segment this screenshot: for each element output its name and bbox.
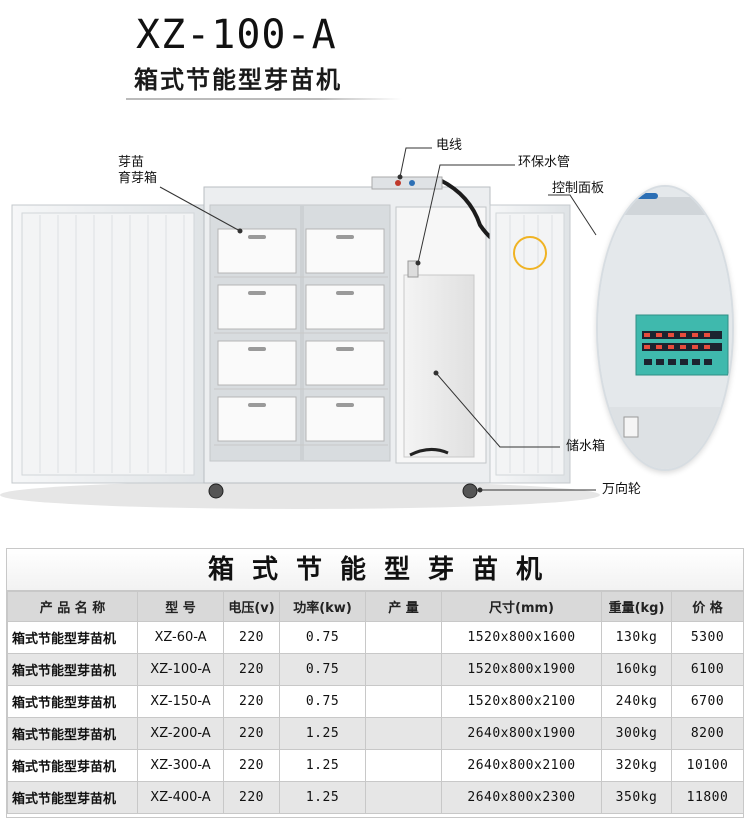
control-panel-drawing — [598, 187, 732, 469]
cell-size: 2640x800x2300 — [441, 781, 602, 814]
header-divider — [126, 98, 402, 100]
table-row: 箱式节能型芽苗机 XZ-200-A 220 1.25 2640x800x1900… — [7, 717, 744, 750]
model-title: XZ-100-A — [136, 12, 337, 58]
table-row: 箱式节能型芽苗机 XZ-150-A 220 0.75 1520x800x2100… — [7, 685, 744, 718]
cell-voltage: 220 — [223, 717, 280, 750]
cabinet-drawing — [0, 147, 600, 509]
cell-model: XZ-300-A — [137, 749, 224, 782]
table-row: 箱式节能型芽苗机 XZ-60-A 220 0.75 1520x800x1600 … — [7, 621, 744, 654]
cell-output — [365, 621, 442, 654]
cell-output — [365, 653, 442, 686]
cell-power: 1.25 — [279, 717, 366, 750]
cell-output — [365, 685, 442, 718]
page-header: XZ-100-A 箱式节能型芽苗机 — [0, 0, 750, 105]
cell-power: 1.25 — [279, 781, 366, 814]
spec-table: 箱式节能型芽苗机 产 品 名 称 型 号 电压(v) 功率(kw) 产 量 尺寸… — [6, 548, 744, 818]
cell-price: 5300 — [671, 621, 744, 654]
sprout-boxes — [214, 228, 388, 446]
water-tank-compartment — [395, 206, 487, 464]
cell-price: 6700 — [671, 685, 744, 718]
cell-weight: 320kg — [601, 749, 672, 782]
wire-box — [371, 176, 443, 190]
product-subtitle: 箱式节能型芽苗机 — [134, 66, 342, 94]
cell-price: 11800 — [671, 781, 744, 814]
callout-pipe: 环保水管 — [518, 155, 571, 170]
table-row: 箱式节能型芽苗机 XZ-300-A 220 1.25 2640x800x2100… — [7, 749, 744, 782]
caster-wheels — [208, 483, 478, 499]
cell-voltage: 220 — [223, 653, 280, 686]
cell-voltage: 220 — [223, 781, 280, 814]
table-row: 箱式节能型芽苗机 XZ-400-A 220 1.25 2640x800x2300… — [7, 781, 744, 814]
cell-power: 0.75 — [279, 653, 366, 686]
control-panel-zoom — [596, 185, 734, 471]
table-title: 箱式节能型芽苗机 — [7, 549, 743, 591]
cell-output — [365, 749, 442, 782]
cell-output — [365, 781, 442, 814]
header-output: 产 量 — [365, 591, 442, 622]
right-door[interactable] — [489, 204, 571, 484]
cell-name: 箱式节能型芽苗机 — [7, 717, 138, 750]
header-voltage: 电压(v) — [223, 591, 280, 622]
header-price: 价 格 — [671, 591, 744, 622]
cell-weight: 160kg — [601, 653, 672, 686]
table-header-row: 产 品 名 称 型 号 电压(v) 功率(kw) 产 量 尺寸(mm) 重量(k… — [7, 591, 744, 622]
cell-weight: 130kg — [601, 621, 672, 654]
cell-power: 0.75 — [279, 685, 366, 718]
cell-voltage: 220 — [223, 685, 280, 718]
header-size: 尺寸(mm) — [441, 591, 602, 622]
cell-voltage: 220 — [223, 749, 280, 782]
cell-model: XZ-100-A — [137, 653, 224, 686]
cell-size: 2640x800x1900 — [441, 717, 602, 750]
product-illustration: 芽苗 育芽箱 电线 环保水管 控制面板 储水箱 万向轮 — [0, 125, 750, 525]
callout-sprout-box-line2: 育芽箱 — [118, 171, 158, 186]
cell-power: 0.75 — [279, 621, 366, 654]
cell-name: 箱式节能型芽苗机 — [7, 749, 138, 782]
cell-weight: 350kg — [601, 781, 672, 814]
cell-price: 10100 — [671, 749, 744, 782]
cell-size: 1520x800x1900 — [441, 653, 602, 686]
callout-lines — [159, 147, 597, 493]
header-power: 功率(kw) — [279, 591, 366, 622]
cell-output — [365, 717, 442, 750]
callout-wire: 电线 — [436, 138, 463, 153]
callout-wheel: 万向轮 — [602, 482, 642, 497]
table-row: 箱式节能型芽苗机 XZ-100-A 220 0.75 1520x800x1900… — [7, 653, 744, 686]
cell-model: XZ-400-A — [137, 781, 224, 814]
callout-panel: 控制面板 — [552, 181, 605, 196]
cell-weight: 300kg — [601, 717, 672, 750]
spec-table-grid: 产 品 名 称 型 号 电压(v) 功率(kw) 产 量 尺寸(mm) 重量(k… — [7, 591, 744, 814]
cell-name: 箱式节能型芽苗机 — [7, 621, 138, 654]
cell-name: 箱式节能型芽苗机 — [7, 685, 138, 718]
callout-sprout-box-line1: 芽苗 — [118, 155, 145, 170]
pipe-highlight — [513, 236, 547, 270]
cell-name: 箱式节能型芽苗机 — [7, 781, 138, 814]
left-door[interactable] — [11, 204, 205, 484]
header-weight: 重量(kg) — [601, 591, 672, 622]
callout-tank: 储水箱 — [566, 439, 606, 454]
cell-voltage: 220 — [223, 621, 280, 654]
cell-model: XZ-60-A — [137, 621, 224, 654]
floor-shadow — [0, 481, 600, 509]
cell-weight: 240kg — [601, 685, 672, 718]
header-model: 型 号 — [137, 591, 224, 622]
cell-size: 2640x800x2100 — [441, 749, 602, 782]
cell-size: 1520x800x1600 — [441, 621, 602, 654]
cell-model: XZ-150-A — [137, 685, 224, 718]
cell-power: 1.25 — [279, 749, 366, 782]
header-name: 产 品 名 称 — [7, 591, 138, 622]
cell-price: 8200 — [671, 717, 744, 750]
cell-name: 箱式节能型芽苗机 — [7, 653, 138, 686]
cell-model: XZ-200-A — [137, 717, 224, 750]
callout-sprout-box: 芽苗 育芽箱 — [118, 155, 157, 187]
cell-size: 1520x800x2100 — [441, 685, 602, 718]
cell-price: 6100 — [671, 653, 744, 686]
